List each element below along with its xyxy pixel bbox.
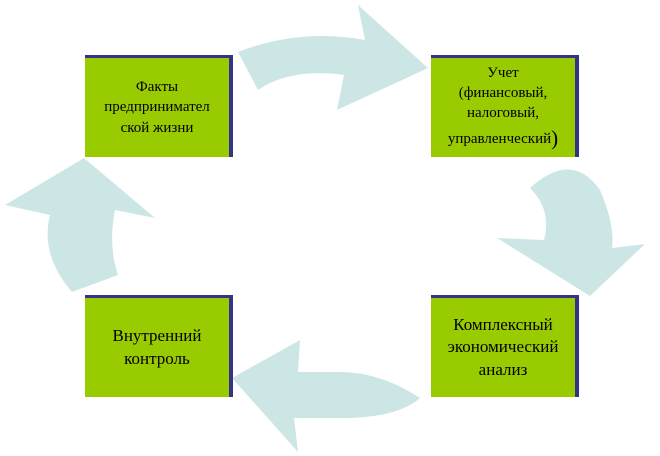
node-accounting-closing-paren: ) — [551, 125, 559, 150]
node-accounting: Учет (финансовый, налоговый, управленчес… — [431, 55, 579, 157]
node-accounting-line-2: (финансовый, — [458, 85, 548, 102]
node-analysis-line-3: анализ — [478, 359, 528, 379]
node-facts: Факты предпринимател ской жизни — [85, 55, 233, 157]
arrow-control-to-facts-icon — [5, 158, 155, 292]
node-analysis: Комплексный экономический анализ — [431, 295, 579, 397]
node-facts-line-1: Факты — [135, 79, 179, 96]
node-control-line-2: контроль — [124, 348, 190, 368]
node-control: Внутренний контроль — [85, 295, 233, 397]
arrow-facts-to-accounting-icon — [238, 5, 428, 110]
node-facts-line-2: предпринимател — [104, 99, 210, 116]
node-analysis-line-1: Комплексный — [453, 315, 553, 335]
node-accounting-line-4: управленческий — [447, 130, 552, 147]
arrow-analysis-to-control-icon — [232, 340, 420, 452]
node-accounting-line-3: налоговый, — [466, 105, 539, 122]
node-accounting-line-1: Учет — [487, 64, 519, 81]
node-analysis-line-2: экономический — [447, 337, 559, 357]
node-accounting-line-4-wrap: управленческий) — [448, 124, 558, 152]
node-facts-line-3: ской жизни — [120, 119, 194, 136]
node-control-line-1: Внутренний — [112, 326, 202, 346]
arrow-accounting-to-analysis-icon — [497, 169, 645, 296]
